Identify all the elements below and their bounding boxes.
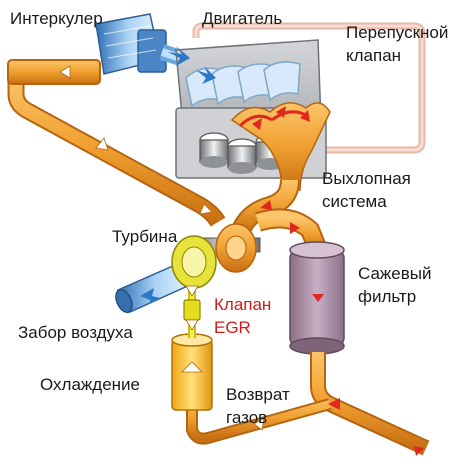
exhaust-label-line2: система (322, 192, 387, 211)
gas-return-label-line2: газов (226, 408, 268, 427)
exhaust-flow-arrows (252, 106, 424, 456)
intercooler (95, 13, 167, 75)
exhaust-label-line1: Выхлопная (322, 169, 411, 188)
cooling-label: Охлаждение (40, 375, 140, 394)
intake-flow-arrows (140, 46, 216, 304)
gas-return-label-line1: Возврат (226, 385, 290, 404)
egr-valve-label-line2: EGR (214, 318, 251, 337)
soot-filter-label-line1: Сажевый (358, 264, 432, 283)
air-intake-label: Забор воздуха (18, 323, 133, 342)
bypass-valve-label-line2: клапан (346, 46, 402, 65)
egr-valve-body (183, 299, 201, 321)
bypass-valve-label-line1: Перепускной (346, 23, 449, 42)
intercooler-label: Интеркулер (10, 9, 103, 28)
soot-filter-label-line2: фильтр (358, 287, 417, 306)
turbocharger (171, 223, 261, 289)
pipe-flow-arrows (59, 65, 324, 431)
turbine-label: Турбина (112, 227, 178, 246)
engine-label: Двигатель (202, 9, 283, 28)
egr-valve-label-line1: Клапан (214, 295, 272, 314)
